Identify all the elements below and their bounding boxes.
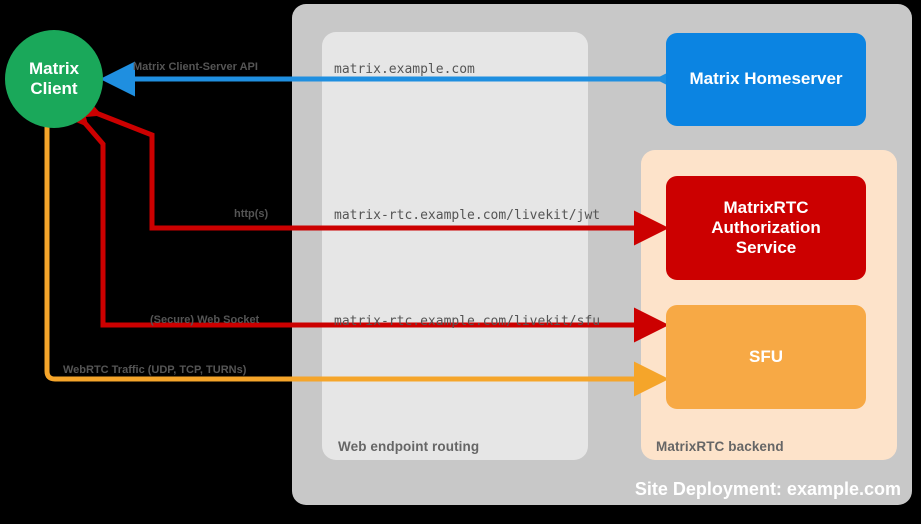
node-matrixrtc-authorization-service[interactable]: MatrixRTC Authorization Service bbox=[666, 176, 866, 280]
endpoint-url-livekit-sfu: matrix-rtc.example.com/livekit/sfu bbox=[334, 314, 601, 329]
node-matrix-client-line1: Matrix bbox=[28, 58, 80, 78]
node-auth-line3: Service bbox=[735, 238, 797, 258]
site-deployment-title: Site Deployment: example.com bbox=[634, 479, 901, 499]
node-matrix-client[interactable]: Matrix Client bbox=[5, 30, 103, 128]
node-matrix-homeserver[interactable]: Matrix Homeserver bbox=[666, 33, 866, 126]
edge-webrtc-traffic bbox=[29, 96, 670, 397]
node-sfu[interactable]: SFU bbox=[666, 305, 866, 409]
node-auth-line2: Authorization bbox=[711, 217, 821, 237]
node-sfu-label: SFU bbox=[749, 346, 783, 366]
matrixrtc-backend-label: MatrixRTC backend bbox=[656, 439, 784, 454]
node-matrix-homeserver-label: Matrix Homeserver bbox=[689, 69, 843, 89]
edge-label-matrix-client-server-api: Matrix Client-Server API bbox=[133, 61, 258, 73]
edge-label-https: http(s) bbox=[234, 208, 269, 220]
edge-label-secure-websocket: (Secure) Web Socket bbox=[150, 314, 260, 326]
edge-label-webrtc-traffic: WebRTC Traffic (UDP, TCP, TURNs) bbox=[63, 364, 247, 376]
web-endpoint-routing-label: Web endpoint routing bbox=[338, 439, 480, 454]
endpoint-url-homeserver: matrix.example.com bbox=[334, 62, 475, 77]
endpoint-url-livekit-jwt: matrix-rtc.example.com/livekit/jwt bbox=[334, 208, 601, 223]
edge-secure-websocket bbox=[52, 89, 670, 343]
node-matrix-client-line2: Client bbox=[30, 79, 78, 98]
node-auth-line1: MatrixRTC bbox=[723, 197, 809, 217]
